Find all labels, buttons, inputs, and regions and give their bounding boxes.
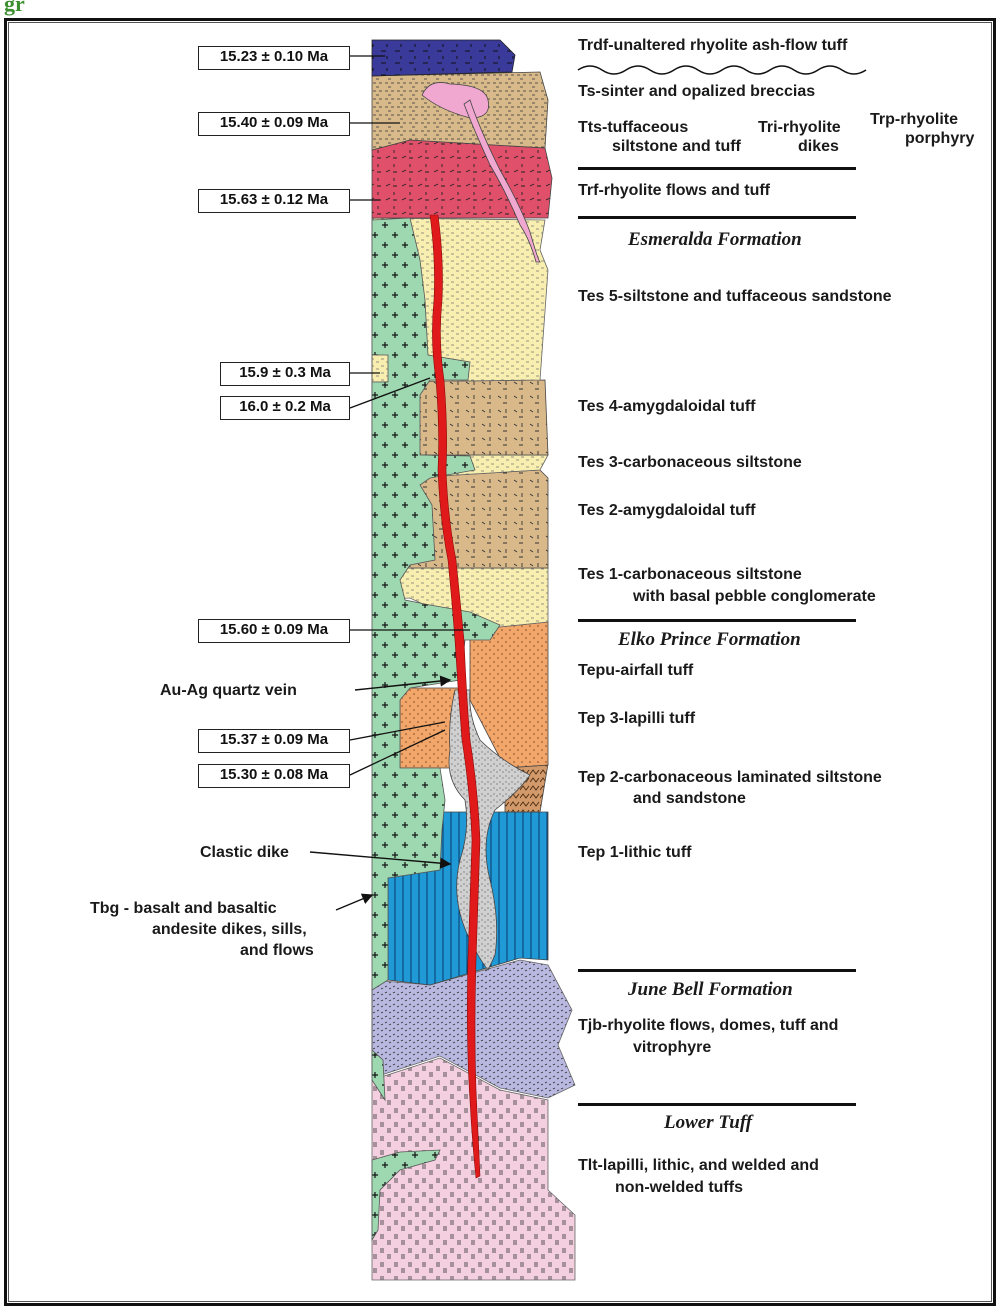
label-tep3: Tep 3-lapilli tuff <box>578 709 695 729</box>
label-trf: Trf-rhyolite flows and tuff <box>578 181 770 201</box>
label-tjb-1: Tjb-rhyolite flows, domes, tuff and <box>578 1016 838 1036</box>
unit-trdf <box>372 40 515 76</box>
age-box-tbg-lower: 15.60 ± 0.09 Ma <box>198 619 350 643</box>
unit-trf <box>372 140 552 218</box>
callout-tbg-line3: and flows <box>240 941 314 961</box>
label-tes1-1: Tes 1-carbonaceous siltstone <box>578 565 802 585</box>
formation-elko-prince: Elko Prince Formation <box>618 629 801 651</box>
label-trp-1: Trp-rhyolite <box>870 110 958 130</box>
divider-1 <box>578 167 856 170</box>
label-trdf: Trdf-unaltered rhyolite ash-flow tuff <box>578 36 847 56</box>
label-trp-2: porphyry <box>905 129 974 149</box>
label-tes1-2: with basal pebble conglomerate <box>633 587 876 607</box>
label-tepu: Tepu-airfall tuff <box>578 661 693 681</box>
label-ts: Ts-sinter and opalized breccias <box>578 82 815 102</box>
callout-tbg-line1: Tbg - basalt and basaltic <box>90 899 277 919</box>
callout-vein: Au-Ag quartz vein <box>160 681 297 701</box>
age-box-trdf: 15.23 ± 0.10 Ma <box>198 46 350 70</box>
label-tlt-1: Tlt-lapilli, lithic, and welded and <box>578 1156 819 1176</box>
age-box-vein-1: 15.37 ± 0.09 Ma <box>198 729 350 753</box>
age-box-tes4: 16.0 ± 0.2 Ma <box>220 396 350 420</box>
age-box-ts: 15.40 ± 0.09 Ma <box>198 112 350 136</box>
label-tts-2: siltstone and tuff <box>612 137 741 157</box>
divider-2 <box>578 216 856 219</box>
label-tes5: Tes 5-siltstone and tuffaceous sandstone <box>578 287 892 307</box>
divider-3 <box>578 619 856 622</box>
age-box-trf: 15.63 ± 0.12 Ma <box>198 189 350 213</box>
label-tes4: Tes 4-amygdaloidal tuff <box>578 397 756 417</box>
label-tri-2: dikes <box>798 137 839 157</box>
label-tep1: Tep 1-lithic tuff <box>578 843 691 863</box>
label-tts-1: Tts-tuffaceous <box>578 118 688 138</box>
callout-tbg-line2: andesite dikes, sills, <box>152 920 307 940</box>
divider-5 <box>578 1103 856 1106</box>
unconformity-line <box>578 66 866 74</box>
formation-esmeralda: Esmeralda Formation <box>628 229 802 251</box>
label-tjb-2: vitrophyre <box>633 1038 711 1058</box>
age-box-vein-2: 15.30 ± 0.08 Ma <box>198 764 350 788</box>
label-tes2: Tes 2-amygdaloidal tuff <box>578 501 756 521</box>
label-tri-1: Tri-rhyolite <box>758 118 841 138</box>
label-tep2-2: and sandstone <box>633 789 746 809</box>
label-tep2-1: Tep 2-carbonaceous laminated siltstone <box>578 768 882 788</box>
label-tes3: Tes 3-carbonaceous siltstone <box>578 453 802 473</box>
formation-june-bell: June Bell Formation <box>628 979 793 1001</box>
formation-lower-tuff: Lower Tuff <box>664 1112 752 1134</box>
callout-clastic-dike: Clastic dike <box>200 843 289 863</box>
age-box-tbg-upper: 15.9 ± 0.3 Ma <box>220 362 350 386</box>
label-tlt-2: non-welded tuffs <box>615 1178 743 1198</box>
divider-4 <box>578 969 856 972</box>
